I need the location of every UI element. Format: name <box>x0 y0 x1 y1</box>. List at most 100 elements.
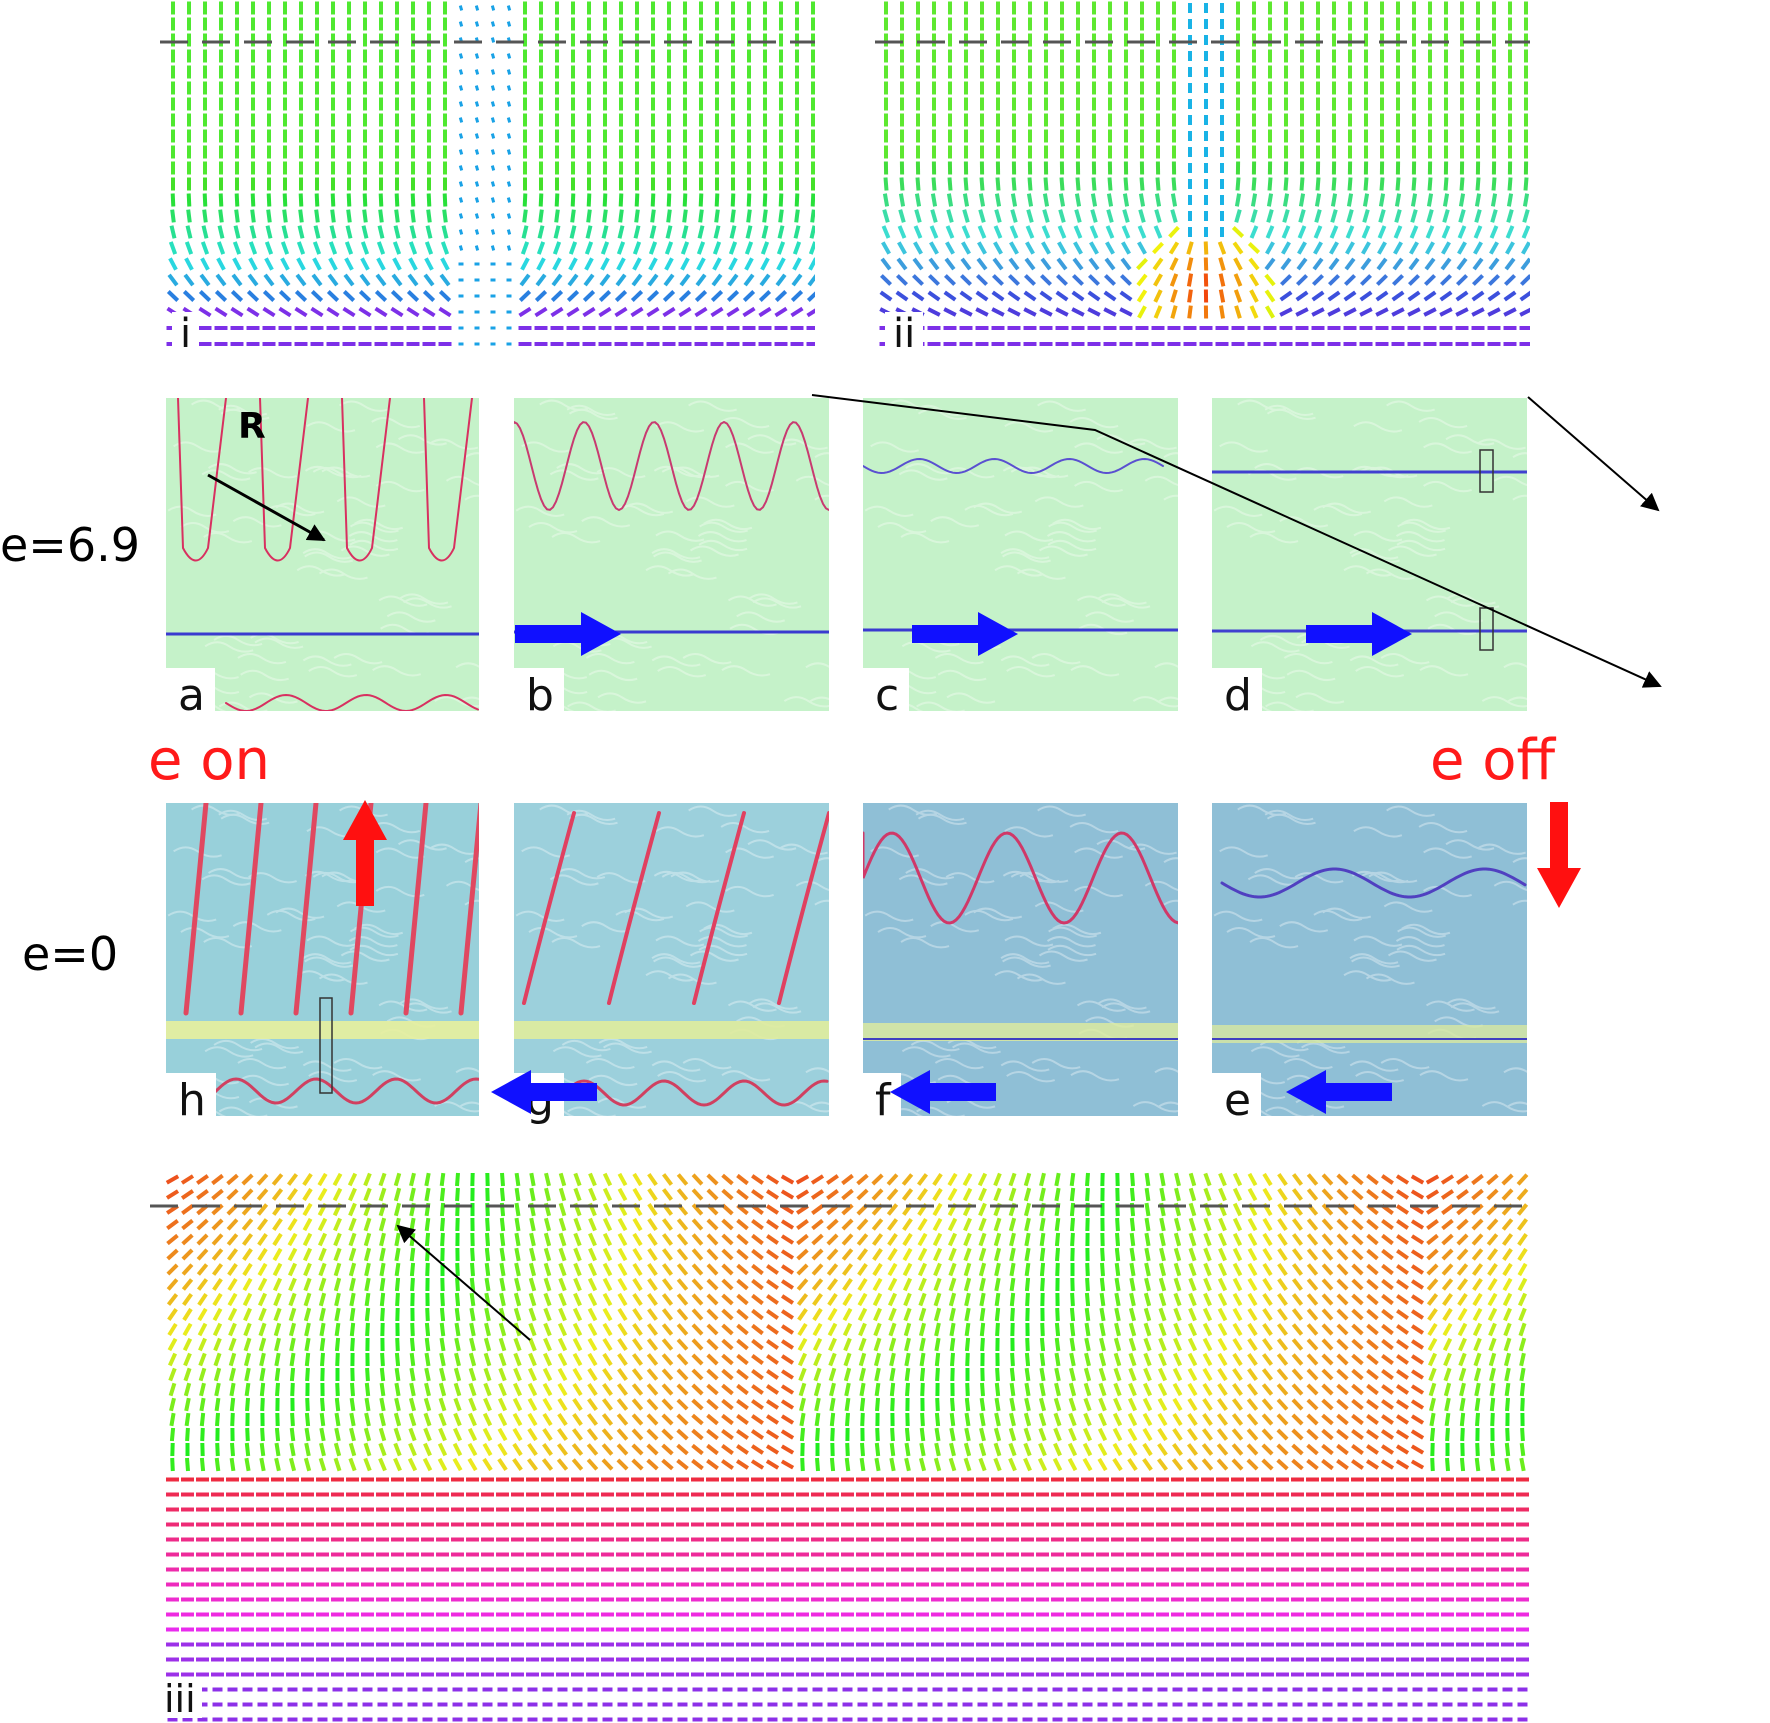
director-segment <box>243 1322 252 1337</box>
director-segment <box>736 1293 749 1306</box>
director-segment <box>333 1262 342 1277</box>
director-segment <box>409 1337 416 1352</box>
director-segment <box>679 273 691 287</box>
director-segment <box>1264 273 1276 287</box>
director-segment <box>303 1307 312 1322</box>
director-segment <box>245 1397 250 1412</box>
director-segment <box>1311 307 1325 317</box>
director-segment <box>1172 1367 1183 1382</box>
director-segment <box>1501 1173 1514 1186</box>
director-segment <box>320 1352 325 1367</box>
director-segment <box>1023 290 1037 302</box>
director-segment <box>1361 225 1371 239</box>
director-segment <box>602 1383 613 1396</box>
director-segment <box>282 193 288 207</box>
director-segment <box>485 1202 490 1217</box>
director-segment <box>214 1382 221 1397</box>
director-segment <box>1173 1202 1182 1217</box>
director-segment <box>1174 1187 1181 1202</box>
director-segment <box>963 1442 972 1457</box>
director-segment <box>1261 1458 1274 1471</box>
director-segment <box>617 1353 628 1366</box>
director-segment <box>1173 1307 1182 1322</box>
director-segment <box>506 245 512 251</box>
director-segment <box>721 1278 734 1291</box>
director-segment <box>319 1412 326 1427</box>
director-segment <box>1279 290 1293 302</box>
director-segment <box>1282 193 1290 207</box>
director-segment <box>758 306 772 318</box>
director-segment <box>794 209 800 223</box>
director-segment <box>791 273 803 287</box>
director-segment <box>452 1442 463 1457</box>
director-segment <box>919 1352 926 1367</box>
director-segment <box>572 1382 583 1397</box>
director-segment <box>514 1202 521 1217</box>
director-segment <box>170 193 176 207</box>
director-segment <box>474 5 480 11</box>
director-segment <box>616 1413 629 1426</box>
director-segment <box>860 1442 865 1457</box>
director-segment <box>364 1382 371 1397</box>
director-segment <box>363 1232 372 1247</box>
director-segment <box>1267 177 1273 191</box>
director-segment <box>691 1263 704 1276</box>
director-segment <box>721 1263 734 1276</box>
director-segment <box>1410 1219 1425 1230</box>
director-segment <box>256 1173 269 1186</box>
director-segment <box>334 1337 341 1352</box>
director-segment <box>1298 209 1306 223</box>
director-segment <box>826 1174 839 1185</box>
director-segment <box>886 1203 899 1216</box>
director-segment <box>1520 257 1530 271</box>
director-segment <box>746 209 752 223</box>
director-segment <box>1410 1309 1425 1320</box>
director-segment <box>1168 241 1180 255</box>
director-segment <box>1409 225 1419 239</box>
director-segment <box>632 1247 643 1262</box>
director-segment <box>1321 1278 1334 1291</box>
director-segment <box>199 273 211 287</box>
director-segment <box>1203 1262 1212 1277</box>
director-segment <box>1277 1187 1288 1202</box>
director-segment <box>599 273 611 287</box>
director-segment <box>1203 1217 1212 1232</box>
director-segment <box>1008 1427 1017 1442</box>
director-segment <box>902 1217 913 1232</box>
director-segment <box>242 1262 253 1277</box>
director-segment <box>1098 1352 1107 1367</box>
director-segment <box>903 1292 912 1307</box>
director-segment <box>934 1337 941 1352</box>
director-segment <box>497 1442 508 1457</box>
director-segment <box>1010 1307 1015 1322</box>
director-segment <box>1009 1397 1016 1412</box>
director-segment <box>899 177 905 191</box>
director-segment <box>1503 307 1517 317</box>
director-segment <box>1056 274 1068 286</box>
director-segment <box>1471 290 1485 302</box>
director-segment <box>721 1203 734 1216</box>
director-segment <box>948 1262 957 1277</box>
director-segment <box>422 290 436 302</box>
director-segment <box>1366 1188 1379 1201</box>
director-segment <box>333 1217 342 1232</box>
director-segment <box>1142 1397 1153 1412</box>
director-segment <box>949 1427 956 1442</box>
director-segment <box>1519 290 1530 302</box>
director-segment <box>676 1428 689 1441</box>
director-segment <box>422 306 436 318</box>
defect-stripe <box>777 811 829 1005</box>
director-segment <box>557 1352 568 1367</box>
director-segment <box>857 1307 868 1322</box>
director-segment <box>1306 1443 1319 1456</box>
director-segment <box>1203 1187 1212 1202</box>
director-segment <box>1232 1352 1243 1367</box>
director-segment <box>506 5 512 11</box>
director-segment <box>1071 307 1085 317</box>
director-segment <box>1396 1294 1409 1305</box>
director-segment <box>1407 290 1421 302</box>
director-segment <box>1055 1247 1060 1262</box>
director-segment <box>1010 193 1018 207</box>
director-segment <box>1082 1427 1093 1442</box>
director-segment <box>1306 1308 1319 1321</box>
